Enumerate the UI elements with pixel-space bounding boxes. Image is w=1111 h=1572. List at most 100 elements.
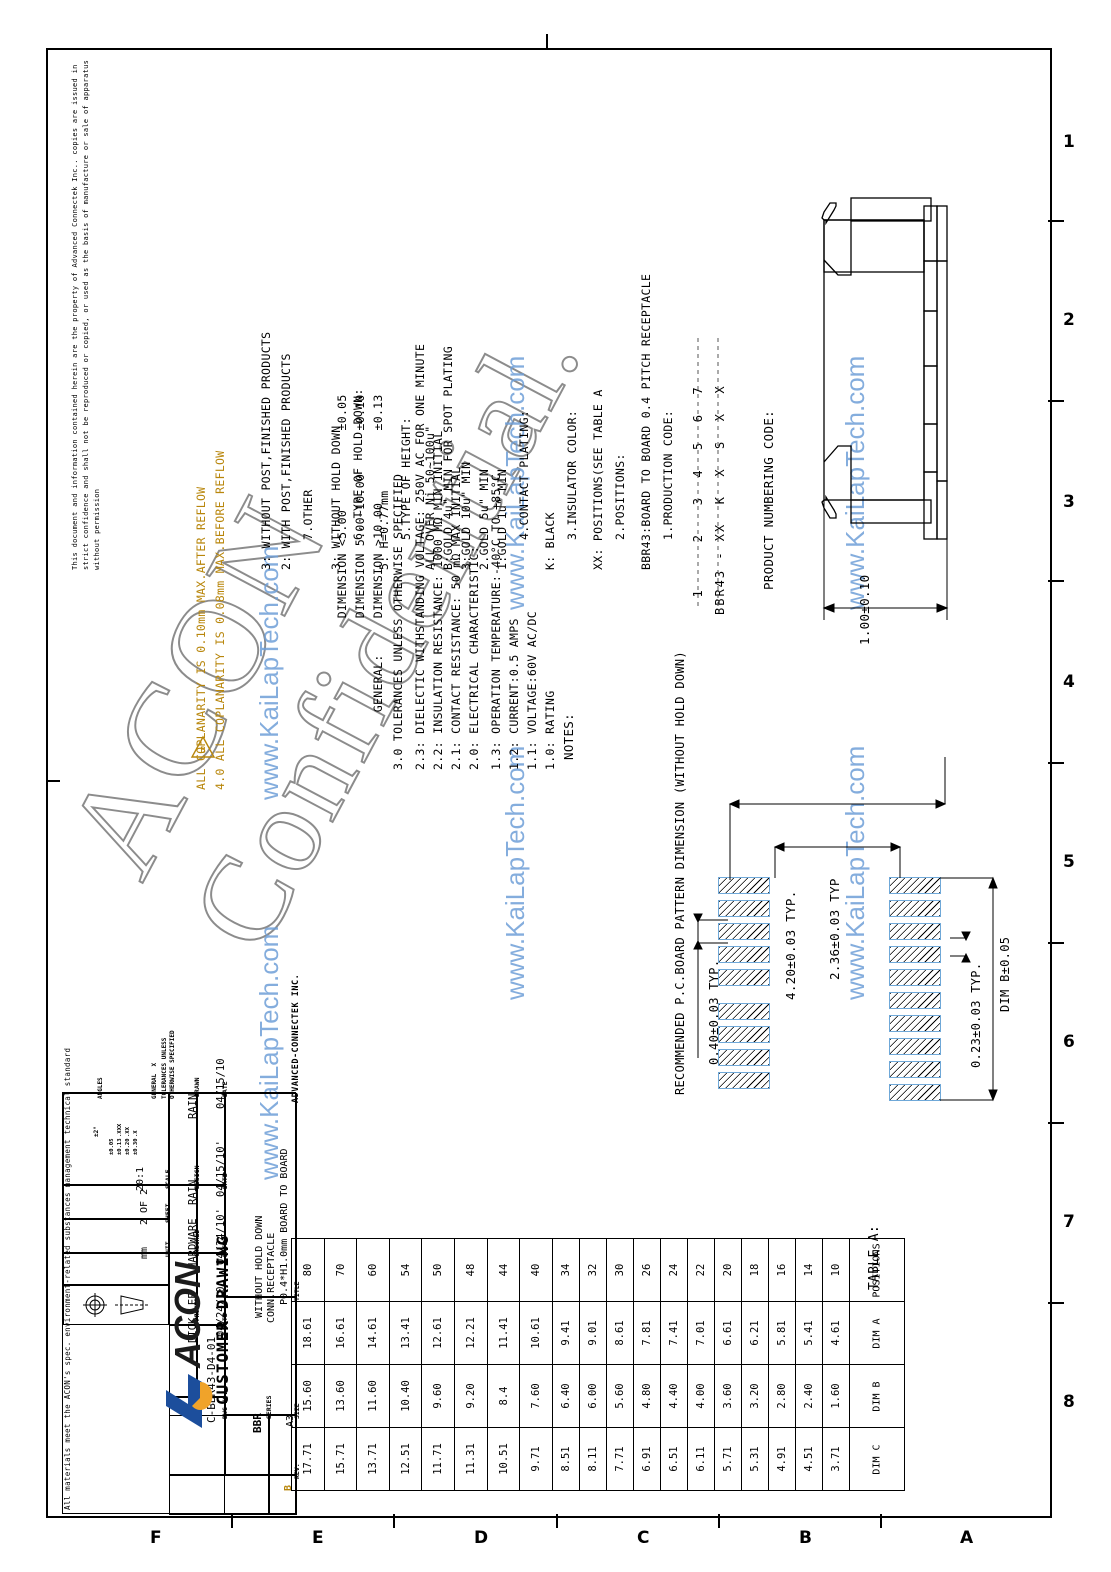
scale-cell — [63, 1185, 169, 1219]
table-cell-text: 15.71 — [334, 1443, 347, 1475]
table-cell-text: 6.21 — [748, 1320, 761, 1346]
table-cell-text: 9.41 — [559, 1320, 572, 1346]
border-tick — [1048, 1302, 1064, 1304]
table-cell-text: 4.80 — [640, 1383, 653, 1409]
pcb-pad — [889, 877, 941, 894]
pcb-dim-pitch: 0.40±0.03 TYP. — [707, 959, 721, 1065]
table-cell: 7.60 — [519, 1364, 553, 1428]
border-tick — [393, 1514, 395, 1528]
table-header-cell: DIM A — [848, 1301, 906, 1365]
table-cell: 6.21 — [740, 1301, 769, 1365]
table-cell: 9.71 — [519, 1427, 553, 1491]
border-index-c: C — [637, 1528, 650, 1548]
projection-cell — [63, 1285, 169, 1325]
pcb-pad — [718, 1026, 770, 1043]
table-cell: 12.61 — [421, 1301, 456, 1365]
table-cell-text: 2.80 — [775, 1383, 788, 1409]
table-cell: 6.00 — [578, 1364, 607, 1428]
table-cell: 6.40 — [551, 1364, 580, 1428]
numbering-item-2-sub: XX: POSITIONS(SEE TABLE A — [591, 389, 605, 570]
table-cell: 10.51 — [486, 1427, 521, 1491]
rev-label: REV. — [293, 1463, 301, 1479]
table-cell-text: 3.71 — [829, 1446, 842, 1472]
table-cell: 24 — [659, 1238, 688, 1302]
table-cell: 13.71 — [356, 1427, 390, 1491]
table-cell-text: 6.00 — [586, 1383, 599, 1409]
border-tick — [1048, 1122, 1064, 1124]
border-index-f: F — [150, 1528, 162, 1548]
table-cell: 3.71 — [821, 1427, 850, 1491]
table-cell-text: 11.60 — [367, 1380, 380, 1412]
table-cell: 8.51 — [551, 1427, 580, 1491]
table-cell-text: 6.61 — [721, 1320, 734, 1346]
table-cell-text: 80 — [301, 1263, 314, 1277]
tolerance-header-label: TOLERANCES UNLESS OTHERWISE SPECIFIED — [161, 1030, 176, 1099]
checked-cell — [169, 1253, 197, 1325]
size-value: A3 — [285, 1414, 296, 1427]
table-cell-text: 6.51 — [667, 1446, 680, 1472]
design-cell — [169, 1185, 197, 1253]
border-index-7: 7 — [1063, 1212, 1075, 1232]
notes-line-3: 1.2: CURRENT:0.5 AMPS — [507, 618, 521, 770]
angles-value: ±2° — [93, 1126, 100, 1137]
table-cell: 7.41 — [659, 1301, 688, 1365]
table-cell-text: 14.61 — [367, 1317, 380, 1349]
table-cell: 20 — [713, 1238, 742, 1302]
table-header-text: DIM B — [871, 1380, 883, 1412]
table-cell-text: 16.61 — [334, 1317, 347, 1349]
table-cell: 18 — [740, 1238, 769, 1302]
size-cell — [269, 1415, 297, 1475]
border-index-d: D — [474, 1528, 489, 1548]
table-cell-text: 8.4 — [497, 1386, 510, 1406]
connector-side-view — [821, 197, 948, 540]
table-cell-text: 10.61 — [530, 1317, 543, 1349]
table-cell: 8.4 — [486, 1364, 521, 1428]
border-index-4: 4 — [1063, 672, 1075, 692]
title-line-2: CONN.RECEPTACLE — [266, 1232, 277, 1323]
table-cell-text: 10.51 — [497, 1443, 510, 1475]
table-cell-text: 12.21 — [464, 1317, 477, 1349]
table-cell-text: 16 — [775, 1263, 788, 1277]
table-cell: 7.01 — [686, 1301, 715, 1365]
table-cell-text: 9.01 — [586, 1320, 599, 1346]
border-tick — [231, 1514, 233, 1528]
table-cell-text: 20 — [721, 1263, 734, 1277]
table-cell-text: 34 — [559, 1263, 572, 1277]
notes-line-10: GENERAL: DIMENSION >10.00 ±0.13 — [371, 394, 385, 770]
tol-val-2: ±0.20 — [125, 1138, 131, 1155]
table-cell-text: 13.60 — [334, 1380, 347, 1412]
table-cell-text: 7.41 — [667, 1320, 680, 1346]
table-cell-text: 5.41 — [802, 1320, 815, 1346]
side-view-dim-line — [822, 350, 949, 620]
pcb-dim-inner-width: 2.36±0.03 TYP — [827, 878, 842, 980]
table-cell-text: 10.40 — [399, 1380, 412, 1412]
table-cell: 32 — [578, 1238, 607, 1302]
table-cell-text: 11.41 — [497, 1317, 510, 1349]
table-cell-text: 5.31 — [748, 1446, 761, 1472]
table-cell-text: 8.11 — [586, 1446, 599, 1472]
table-cell-text: 5.60 — [613, 1383, 626, 1409]
table-cell-text: 5.81 — [775, 1320, 788, 1346]
company-tagline: ADVANCED-CONNECTEK INC. — [291, 973, 301, 1103]
border-tick — [880, 1514, 882, 1528]
pcb-dim-pad-width: 0.23±0.03 TYP. — [969, 962, 983, 1068]
numbering-item-3-sub: K: BLACK — [543, 512, 557, 570]
table-cell-text: 3.20 — [748, 1383, 761, 1409]
table-cell-text: 6.40 — [559, 1383, 572, 1409]
unit-cell — [63, 1253, 169, 1285]
table-cell: 15.71 — [323, 1427, 358, 1491]
border-tick — [1048, 762, 1064, 764]
table-cell-text: 11.71 — [432, 1443, 445, 1475]
pcb-pad — [889, 900, 941, 917]
notes-line-1: 1.0: RATING — [543, 690, 557, 770]
notes-line-9: 3.0 TOLERANCES UNLESS OTHERWISE SPECIFIE… — [391, 473, 405, 770]
table-cell-text: 12.61 — [432, 1317, 445, 1349]
table-cell: 2.80 — [767, 1364, 796, 1428]
general-label: GENERAL X — [151, 1062, 158, 1099]
table-cell-text: 50 — [432, 1263, 445, 1277]
table-cell: 12.51 — [388, 1427, 423, 1491]
table-cell: 3.20 — [740, 1364, 769, 1428]
notes-line-8: 2.3: DIELECTIC WITHSTANDING VOLTAGE: 250… — [413, 343, 427, 770]
table-cell: 5.41 — [794, 1301, 823, 1365]
border-index-5: 5 — [1063, 852, 1075, 872]
